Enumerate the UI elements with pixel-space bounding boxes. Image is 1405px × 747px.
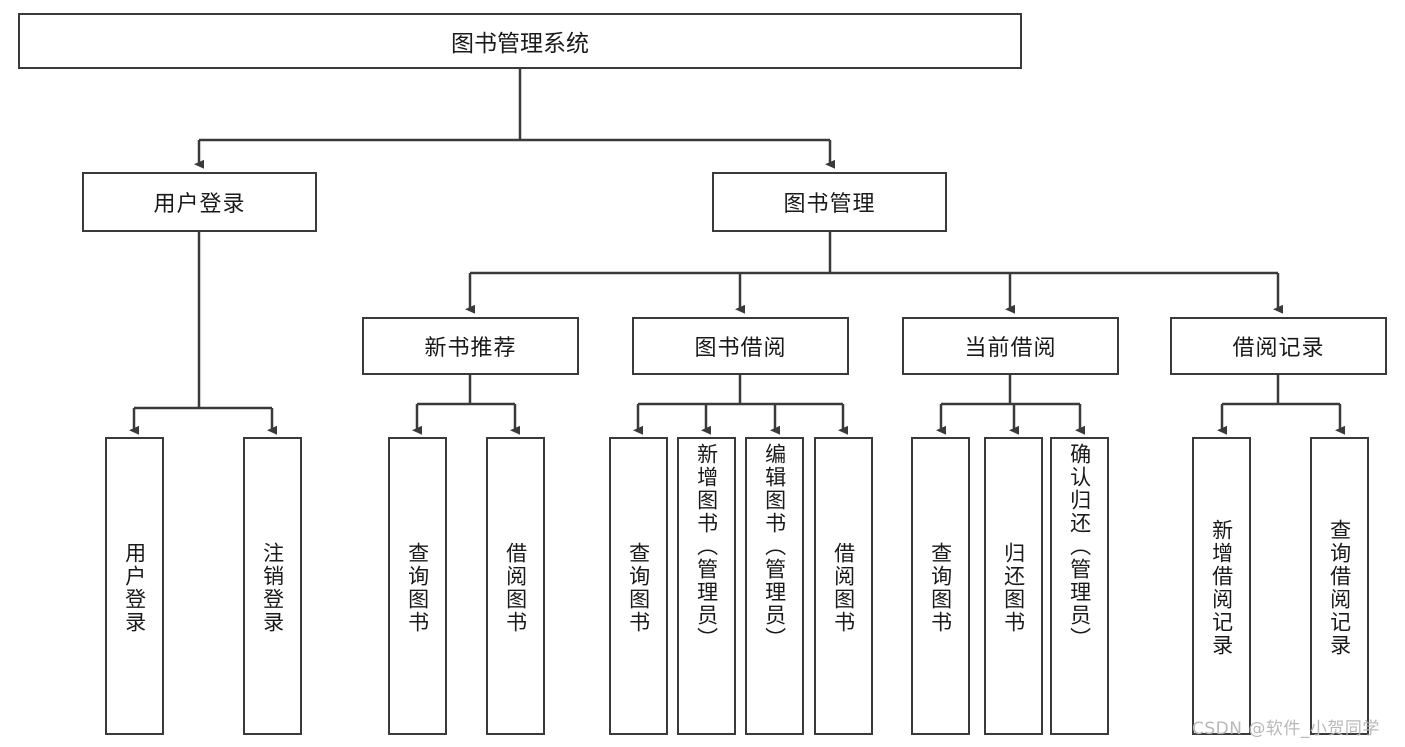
node-leaf-confirm-return-admin[interactable]: 确认归还（管理员） bbox=[1050, 437, 1109, 735]
node-user-login-label: 用户登录 bbox=[153, 192, 246, 217]
node-leaf-query-books-current-label: 查询图书 bbox=[928, 542, 953, 634]
node-leaf-add-borrow-record-label: 新增借阅记录 bbox=[1209, 519, 1234, 657]
node-leaf-edit-book-admin[interactable]: 编辑图书（管理员） bbox=[745, 437, 804, 735]
node-leaf-borrow-books-new-label: 借阅图书 bbox=[503, 542, 528, 634]
node-leaf-borrow-books-label: 借阅图书 bbox=[831, 542, 856, 634]
node-leaf-confirm-return-admin-label: 确认归还（管理员） bbox=[1067, 443, 1092, 650]
node-leaf-borrow-books-new[interactable]: 借阅图书 bbox=[486, 437, 545, 735]
node-leaf-query-books-borrow[interactable]: 查询图书 bbox=[609, 437, 668, 735]
csdn-watermark-text: CSDN @软件_小贺同学 bbox=[1192, 719, 1380, 739]
node-leaf-return-books[interactable]: 归还图书 bbox=[984, 437, 1043, 735]
node-leaf-query-borrow-record[interactable]: 查询借阅记录 bbox=[1310, 437, 1369, 735]
node-leaf-query-borrow-record-label: 查询借阅记录 bbox=[1327, 519, 1352, 657]
node-borrow-records-label: 借阅记录 bbox=[1232, 336, 1325, 361]
node-leaf-query-books-current[interactable]: 查询图书 bbox=[911, 437, 970, 735]
node-leaf-query-books-borrow-label: 查询图书 bbox=[626, 542, 651, 634]
node-current-borrow[interactable]: 当前借阅 bbox=[902, 317, 1119, 375]
node-root-label: 图书管理系统 bbox=[451, 31, 589, 57]
csdn-watermark: CSDN @软件_小贺同学 bbox=[1192, 714, 1380, 739]
node-new-book-recommend[interactable]: 新书推荐 bbox=[362, 317, 579, 375]
node-book-management-label: 图书管理 bbox=[783, 192, 876, 217]
node-leaf-logout[interactable]: 注销登录 bbox=[243, 437, 302, 735]
node-book-management[interactable]: 图书管理 bbox=[712, 172, 947, 232]
node-leaf-edit-book-admin-label: 编辑图书（管理员） bbox=[762, 443, 787, 650]
node-leaf-user-login-label: 用户登录 bbox=[122, 542, 147, 634]
node-leaf-borrow-books[interactable]: 借阅图书 bbox=[814, 437, 873, 735]
node-leaf-logout-label: 注销登录 bbox=[260, 542, 285, 634]
node-borrow-records[interactable]: 借阅记录 bbox=[1170, 317, 1387, 375]
node-user-login[interactable]: 用户登录 bbox=[82, 172, 317, 232]
node-current-borrow-label: 当前借阅 bbox=[964, 336, 1057, 361]
node-book-borrow[interactable]: 图书借阅 bbox=[632, 317, 849, 375]
node-leaf-add-book-admin[interactable]: 新增图书（管理员） bbox=[677, 437, 736, 735]
node-leaf-query-books-new-label: 查询图书 bbox=[405, 542, 430, 634]
node-book-borrow-label: 图书借阅 bbox=[694, 336, 787, 361]
node-leaf-return-books-label: 归还图书 bbox=[1001, 542, 1026, 634]
node-leaf-user-login[interactable]: 用户登录 bbox=[105, 437, 164, 735]
node-leaf-query-books-new[interactable]: 查询图书 bbox=[388, 437, 447, 735]
node-root[interactable]: 图书管理系统 bbox=[18, 13, 1022, 69]
node-leaf-add-borrow-record[interactable]: 新增借阅记录 bbox=[1192, 437, 1251, 735]
node-new-book-recommend-label: 新书推荐 bbox=[424, 336, 517, 361]
node-leaf-add-book-admin-label: 新增图书（管理员） bbox=[694, 443, 719, 650]
